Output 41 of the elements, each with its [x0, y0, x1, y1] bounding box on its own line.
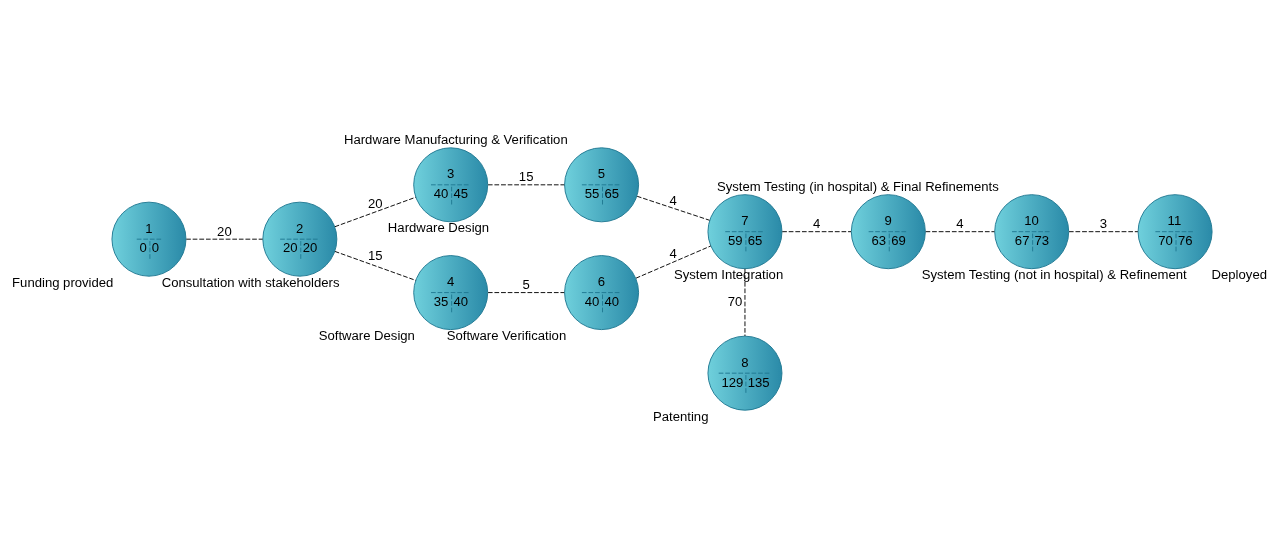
node-circle: 6 40 40 — [564, 254, 640, 330]
node-circle: 5 55 65 — [564, 146, 640, 222]
node-circle: 7 59 65 — [707, 193, 783, 269]
edge-label: 4 — [669, 192, 677, 208]
node-circle: 2 20 20 — [262, 201, 338, 277]
node-label: Software Verification — [446, 327, 567, 343]
edge-label: 15 — [518, 168, 534, 184]
node-label: System Integration — [673, 266, 784, 282]
connector — [1068, 230, 1139, 232]
edge-label: 4 — [813, 215, 821, 231]
node-label: Patenting — [653, 408, 709, 424]
node-label: System Testing (not in hospital) & Refinement — [921, 266, 1187, 282]
connector — [334, 196, 417, 227]
node-circle: 8 129 135 — [707, 335, 783, 411]
edge-label: 5 — [522, 276, 530, 292]
node-circle: 4 35 40 — [413, 254, 489, 330]
connector — [334, 250, 417, 281]
node-circle: 10 67 73 — [994, 193, 1070, 269]
node-circle: 1 0 0 — [111, 201, 187, 277]
node-label: Funding provided — [12, 274, 114, 290]
edge-label: 20 — [217, 223, 232, 239]
connector — [487, 291, 565, 293]
node-circle: 9 63 69 — [850, 193, 926, 269]
node-circle: 3 40 45 — [413, 146, 489, 222]
edge-label: 3 — [1099, 215, 1108, 231]
node-label: Deployed — [1211, 266, 1267, 282]
node-label: Software Design — [318, 327, 415, 343]
node-label: Consultation with stakeholders — [161, 274, 340, 290]
connector — [781, 230, 852, 232]
connector — [636, 195, 710, 221]
connector — [635, 245, 712, 279]
node-circle: 11 70 76 — [1137, 193, 1213, 269]
edge-label: 4 — [956, 215, 964, 231]
node-label: Hardware Manufacturing & Verification — [344, 131, 568, 147]
connector — [925, 230, 995, 232]
edge-label: 15 — [367, 247, 383, 263]
node-label: System Testing (in hospital) & Final Refinements — [717, 178, 999, 194]
edge-label: 70 — [727, 293, 743, 309]
edge-label: 20 — [367, 195, 383, 210]
edge-label: 4 — [669, 245, 677, 261]
node-label: Hardware Design — [387, 219, 490, 235]
